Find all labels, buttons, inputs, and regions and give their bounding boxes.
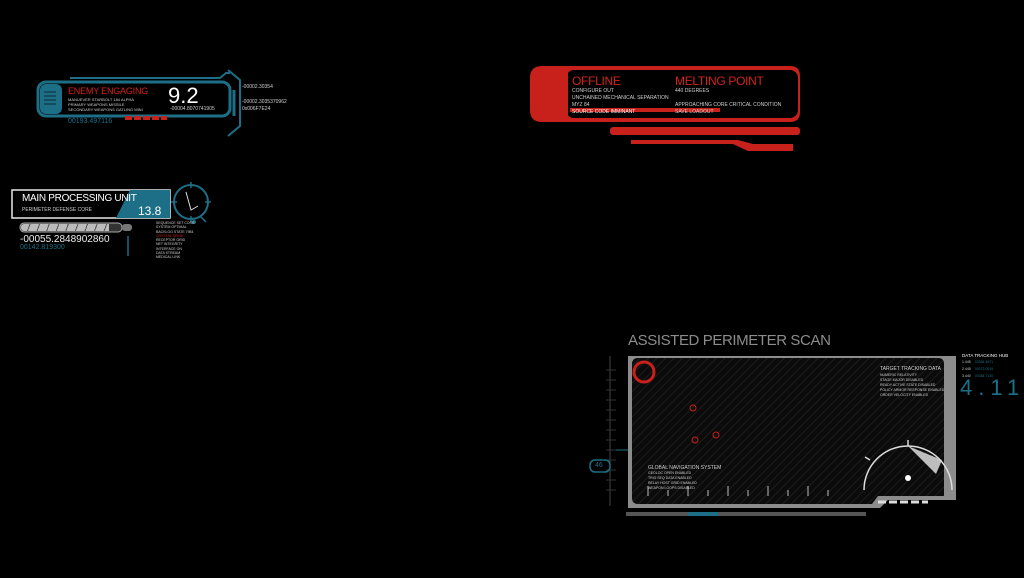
melting-line-4: SAVE LOADOUT [675,109,714,115]
hub-big-readout: 4.11 [960,375,1024,400]
mpu-list-item: BACKLOG STATE 7984 [156,229,194,234]
enemy-title: ENEMY ENGAGING [68,86,149,96]
hub-val: 00384.7120 [974,374,994,378]
offline-title: OFFLINE [572,74,621,88]
mpu-status-list: SEQUENCE SET CORE SYSTEM OPTIMAL BACKLOG… [156,221,194,260]
offline-frame [530,66,800,151]
mpu-list-item: NET INTEGRITY [156,242,183,247]
mpu-list-item: SYSTEM OPTIMAL [156,225,187,230]
nav-line: RELAY HOST GRID ENABLED [648,481,697,485]
target-line: NUMERIC RELATIVITY [880,373,918,377]
mpu-list-item: RECEPTOR GRID [156,238,186,243]
perimeter-scan-panel: 46 TARGET TRACKING DATA NUMERIC RELATIVI… [588,350,968,520]
enemy-line-3: SECONDARY WEAPONS GATLING MINI [68,107,143,112]
melting-title: MELTING POINT [675,74,764,88]
enemy-readout-2: -00002.3035370962 [242,99,287,105]
nav-line: TRIG SEQ DATA ENABLED [648,476,692,480]
target-line: STAGE MAJOR DISABLED [880,378,924,382]
enemy-value: 9.2 [168,83,199,108]
hub-row: 1.445 00384.4571 [962,359,1018,366]
mpu-list-item: SEQUENCE SET CORE [156,221,195,225]
hub-key: 1.445 [962,360,971,364]
target-line: ORDER VELOCITY ENABLED [880,393,929,397]
melting-line-1: 440 DEGREES [675,88,710,94]
mpu-list-item: MEDICAL LINK [156,255,181,260]
target-line: READY ACTIVE STATE DISABLED [880,383,936,387]
mpu-list-item: INTERFACE ON [156,246,182,251]
mpu-list-item: DATA STREAM [156,251,181,256]
mpu-number: -00055.2848902860 [20,234,110,245]
mpu-progress-bar [21,224,121,231]
enemy-line-1: MANUEVER STARBOLT 184 ALPHA [68,97,135,102]
mpu-title: MAIN PROCESSING UNIT [22,193,137,204]
mpu-value: 13.8 [138,204,162,218]
hub-val: 00372.0019 [974,367,994,371]
mpu-list-item: CRYSTAL SPINE [156,233,184,238]
mpu-progress-fill [21,224,109,231]
data-tracking-hub: DATA TRACKING HUB 1.445 00384.4571 2.445… [962,352,1018,380]
offline-line-2: UNCHAINED MECHANICAL SEPARATION [572,95,669,101]
offline-line-4: SOURCE CODE IMMINANT [572,109,636,115]
hub-val: 00384.4571 [974,360,994,364]
nav-line: GEOLOC OPEN ENABLED [648,471,692,475]
mpu-subtitle: PERIMETER DEFENSE CORE [22,207,93,213]
target-title: TARGET TRACKING DATA [880,366,941,372]
offline-line-1: CONFIGURE OUT [572,88,614,94]
enemy-readout-3: 0x006F7E24 [242,106,271,112]
scan-side-value: 46 [595,462,603,469]
scan-frame [589,356,956,516]
enemy-subvalue: -00004.8070741905 [170,106,215,112]
offline-line-3: MYZ 84 [572,102,590,108]
enemy-panel-frame [36,69,241,137]
hub-row: 3.440 00384.7120 [962,373,1018,380]
nav-title: GLOBAL NAVIGATION SYSTEM [648,465,722,471]
hub-title: DATA TRACKING HUB [962,353,1009,358]
main-processing-panel: MAIN PROCESSING UNIT PERIMETER DEFENSE C… [10,180,220,260]
enemy-engaging-panel: ENEMY ENGAGING MANUEVER STARBOLT 184 ALP… [30,68,287,138]
nav-line: WEAPON LOOPS DISABLED [648,486,695,490]
melting-line-3: APPROACHING CORE CRITICAL CONDITION [675,102,782,108]
hub-row: 2.445 00372.0019 [962,366,1018,373]
enemy-footer: 00193.497116 [68,118,113,125]
hub-key: 2.445 [962,367,971,371]
hub-key: 3.440 [962,374,971,378]
target-line: POLICY ARMOR RESPONSE ENABLED [880,388,945,392]
enemy-line-2: PRIMARY WEAPONS MISSILE [68,102,125,107]
mpu-subnumber: 00142.819300 [20,244,65,251]
scan-title: ASSISTED PERIMETER SCAN [628,332,831,349]
offline-panel: OFFLINE CONFIGURE OUT UNCHAINED MECHANIC… [528,64,808,154]
enemy-readout-1: -00002.30354 [242,84,273,90]
